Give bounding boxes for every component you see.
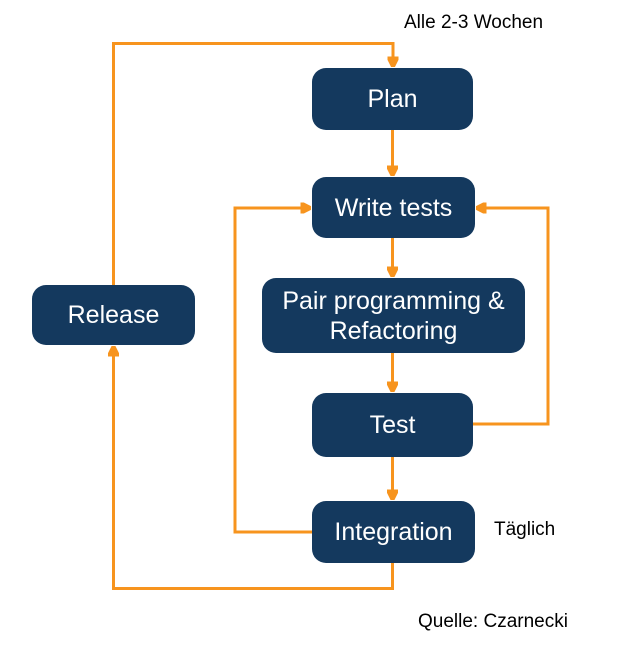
node-plan: Plan [312,68,473,130]
arrow-test-to-write-tests-loop [473,208,550,426]
node-integration: Integration [312,501,475,563]
arrow-integration-to-write-tests-loop [233,208,312,534]
node-test: Test [312,393,473,457]
cycle-frequency-label: Alle 2-3 Wochen [404,12,544,33]
node-pair-programming-refactoring: Pair programming & Refactoring [262,278,525,353]
daily-frequency-label: Täglich [494,519,556,540]
node-release: Release [32,285,195,345]
node-write-tests: Write tests [312,177,475,238]
source-credit-label: Quelle: Czarnecki [418,611,568,632]
arrow-release-to-plan [112,42,394,285]
arrow-integration-to-release [114,349,394,590]
